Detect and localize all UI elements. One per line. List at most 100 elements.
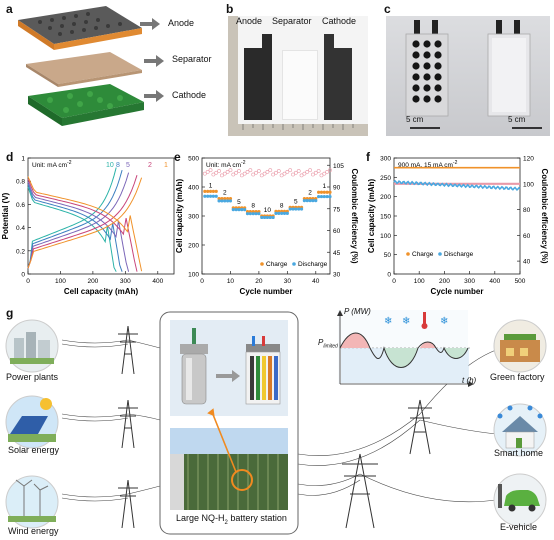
discharge-curve-2	[27, 178, 138, 272]
scale-bar-label-right: 5 cm	[508, 115, 526, 124]
charge-point	[203, 189, 207, 193]
discharge-point	[268, 215, 272, 220]
electric-vehicle-icon	[493, 473, 547, 527]
ruler-vertical	[228, 16, 238, 136]
x-axis-label: Cycle number	[431, 287, 484, 296]
x-tick-label: 30	[284, 278, 292, 285]
y-tick-label: 200	[188, 243, 199, 250]
discharge-point	[328, 194, 332, 199]
rate-label: 1	[209, 182, 213, 189]
ce-point	[268, 168, 273, 173]
discharge-point	[280, 211, 284, 215]
station-label-text: Large NQ-H	[176, 513, 225, 523]
rate-label: 2	[308, 190, 312, 197]
anode-layer-illustration	[18, 6, 142, 50]
discharge-point	[271, 215, 275, 220]
discharge-point	[217, 199, 221, 203]
ce-point	[296, 169, 301, 173]
x-tick-label: 0	[392, 278, 396, 285]
unit-label: Unit: mA cm-2	[206, 160, 246, 169]
charge-point	[206, 189, 210, 193]
discharge-point	[302, 199, 306, 203]
ce-point	[237, 169, 241, 173]
discharge-point	[305, 199, 309, 203]
discharge-point	[291, 207, 295, 211]
panel-label-e: e	[174, 150, 181, 164]
discharge-point	[220, 199, 224, 203]
y-tick-label: 400	[188, 185, 199, 192]
discharge-point	[274, 211, 278, 215]
y2-tick-label: 60	[523, 233, 531, 240]
legend-label-5: 5	[126, 162, 130, 169]
discharge-point	[317, 194, 321, 199]
plot-frame	[27, 157, 175, 275]
photo-label-anode: Anode	[236, 16, 263, 26]
discharge-point	[231, 208, 235, 212]
rate-label: 2	[223, 190, 227, 197]
ce-point	[325, 170, 330, 174]
y2-tick-label: 105	[333, 163, 344, 170]
x-tick-label: 0	[200, 278, 204, 285]
x-tick-label: 10	[227, 278, 235, 285]
discharge-point	[285, 211, 289, 215]
y-tick-label: 0.2	[16, 248, 25, 255]
charge-point	[223, 197, 227, 201]
discharge-point	[257, 212, 261, 216]
power-plant-icon	[5, 319, 59, 373]
svg-text:❄: ❄	[384, 316, 392, 327]
discharge-point	[228, 199, 233, 203]
discharge-point	[223, 199, 227, 203]
discharge-point	[251, 212, 255, 216]
ce-point	[282, 171, 287, 176]
discharge-curve-10	[27, 186, 117, 272]
x-tick-label: 40	[312, 278, 320, 285]
y-tick-label: 150	[380, 214, 391, 221]
label-e-vehicle: E-vehicle	[500, 522, 538, 532]
discharge-point	[262, 215, 267, 220]
discharge-point	[208, 194, 213, 198]
battery-station-photo	[170, 408, 288, 510]
ce-point	[256, 169, 261, 173]
y2-axis-label: Coulombic efficiency (%)	[540, 168, 549, 263]
legend-discharge-marker	[438, 252, 442, 256]
ce-point	[262, 171, 267, 176]
y-axis-label: Cell capacity (mAh)	[367, 179, 376, 254]
plot-y-axis-label: P (MW)	[344, 307, 371, 316]
legend-charge-marker	[406, 252, 410, 256]
y-tick-label: 200	[380, 194, 391, 201]
charge-curve-10	[27, 167, 117, 269]
x-tick-label: 100	[55, 278, 66, 285]
charge-point	[325, 190, 329, 194]
y-tick-label: 50	[384, 252, 392, 259]
discharge-point	[211, 194, 215, 198]
x-axis-label: Cell capacity (mAh)	[64, 287, 139, 296]
discharge-point	[322, 194, 326, 199]
y-tick-label: 0.4	[16, 225, 25, 232]
y2-tick-label: 45	[333, 250, 341, 257]
legend-discharge-marker	[292, 262, 296, 266]
x-tick-label: 100	[414, 278, 425, 285]
grid-diagram: ❄❄❄	[5, 310, 547, 535]
svg-text:❄: ❄	[402, 316, 410, 327]
ce-point	[205, 170, 210, 174]
discharge-point	[206, 194, 210, 198]
legend-charge-label: Charge	[412, 251, 434, 258]
plot-limit-sub: limited	[323, 343, 338, 350]
factory-icon	[493, 319, 547, 373]
station-label-sub: 2	[224, 519, 228, 526]
cathode-layer-illustration	[28, 84, 144, 126]
legend-label-2: 2	[148, 162, 152, 169]
y-tick-label: 100	[188, 272, 199, 279]
legend-charge-marker	[260, 262, 264, 266]
charge-point	[228, 197, 233, 201]
charge-point	[319, 190, 324, 194]
discharge-point	[260, 215, 264, 220]
y2-axis-label: Coulombic efficiency (%)	[350, 168, 359, 263]
layer-label-separator: Separator	[172, 54, 212, 64]
plot-limit-text: P	[318, 338, 324, 347]
wind-turbine-icon	[5, 475, 59, 529]
label-wind-energy: Wind energy	[8, 526, 59, 536]
ce-point	[211, 172, 216, 177]
label-green-factory: Green factory	[490, 372, 545, 382]
